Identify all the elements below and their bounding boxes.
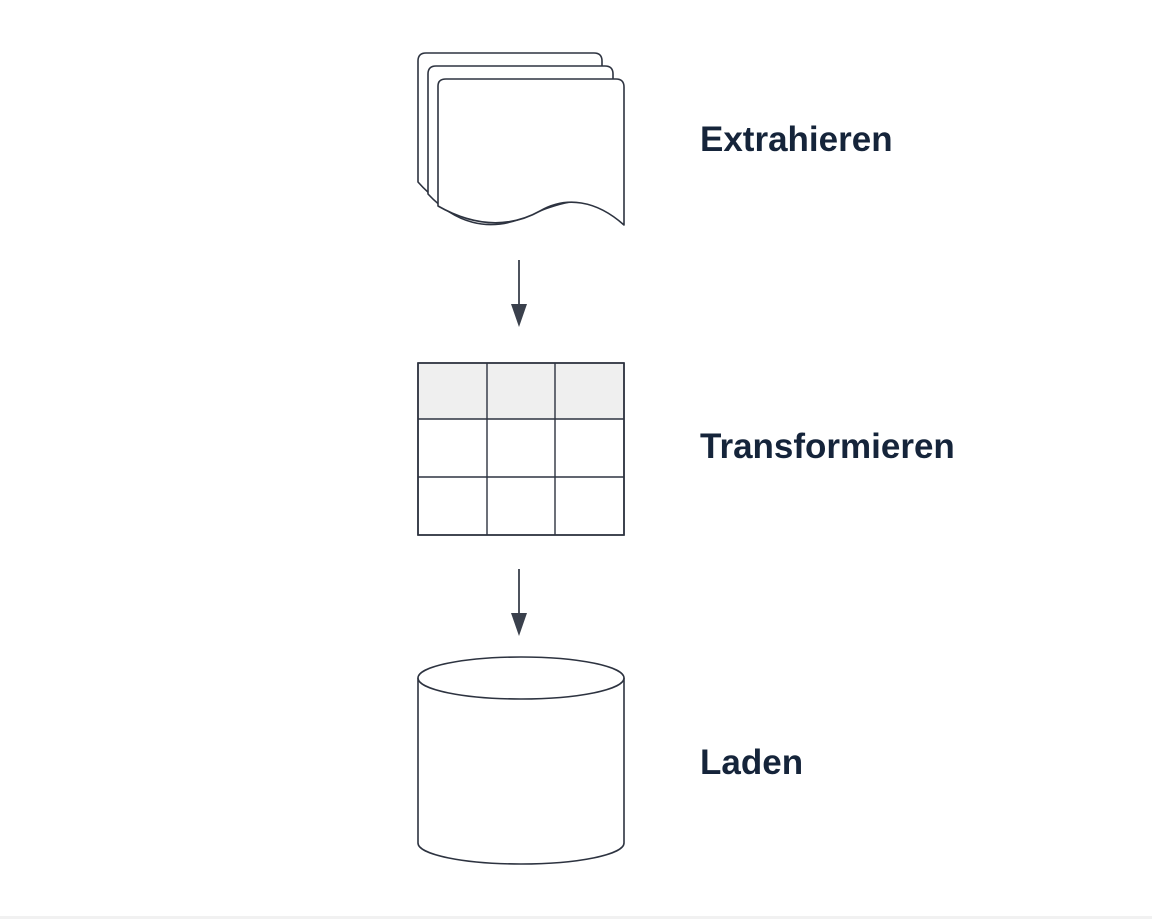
arrow-down-icon [511,260,527,327]
document-page-front [437,78,625,226]
step-label-load: Laden [700,743,803,782]
database-cylinder-icon [417,656,625,865]
cylinder-top [417,656,625,700]
arrow-down-icon [511,569,527,636]
stacked-documents-icon [417,52,625,226]
bottom-divider [0,916,1152,919]
table-header-row [419,364,623,419]
table-icon [417,362,625,536]
step-label-extract: Extrahieren [700,120,893,159]
step-label-transform: Transformieren [700,427,955,466]
cylinder-body [417,678,625,865]
